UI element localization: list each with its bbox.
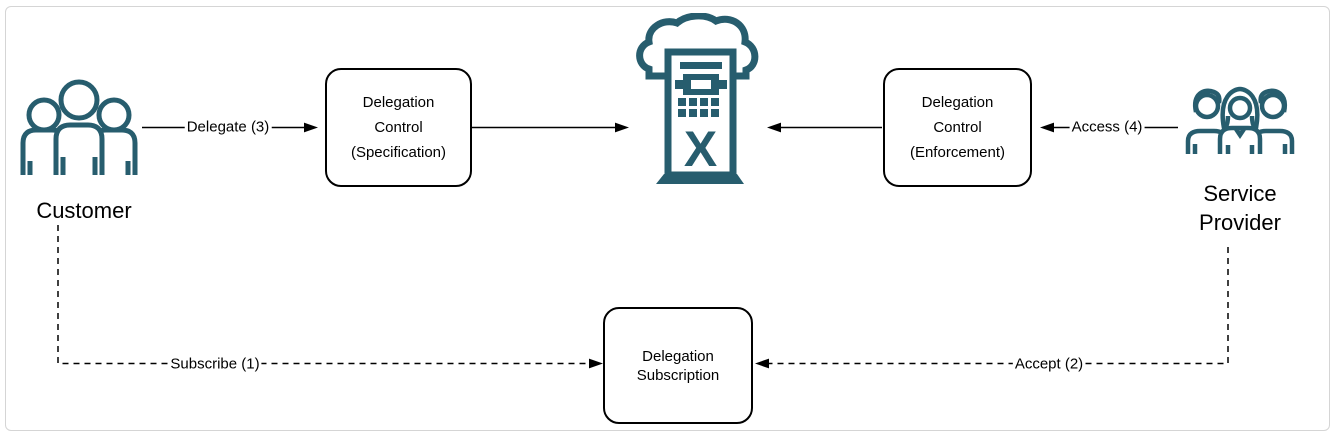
diagram-frame xyxy=(5,6,1330,431)
edge-label-subscribe: Subscribe (1) xyxy=(168,355,262,373)
edge-label-delegate: Delegate (3) xyxy=(184,118,272,136)
box-line: Delegation xyxy=(362,94,435,111)
edge-label-access: Access (4) xyxy=(1069,118,1145,136)
service-provider-label: Service Provider xyxy=(1175,179,1305,237)
box-line: (Enforcement) xyxy=(909,144,1006,161)
box-line: Delegation xyxy=(642,347,714,365)
delegation-subscription-box: Delegation Subscription xyxy=(603,307,753,424)
cloud-server-x-icon: X xyxy=(633,12,763,188)
server-base xyxy=(656,174,744,184)
service-provider-label-line1: Service xyxy=(1203,181,1277,206)
server-x-glyph: X xyxy=(684,121,717,177)
box-line: Delegation xyxy=(921,94,994,111)
service-provider-label-line2: Provider xyxy=(1199,210,1281,235)
box-line: Control xyxy=(374,119,423,136)
service-provider-group-icon xyxy=(1176,84,1304,154)
delegation-control-specification-box: Delegation Control (Specification) xyxy=(325,68,472,187)
edge-label-accept: Accept (2) xyxy=(1012,355,1086,373)
delegation-control-enforcement-box: Delegation Control (Enforcement) xyxy=(883,68,1032,187)
box-line: Control xyxy=(933,119,982,136)
box-line: (Specification) xyxy=(350,144,447,161)
cloud-outline xyxy=(636,12,759,80)
customer-label: Customer xyxy=(36,198,132,223)
server-dots xyxy=(678,98,719,117)
box-line: Subscription xyxy=(636,366,720,384)
customer-group-icon xyxy=(16,77,142,175)
